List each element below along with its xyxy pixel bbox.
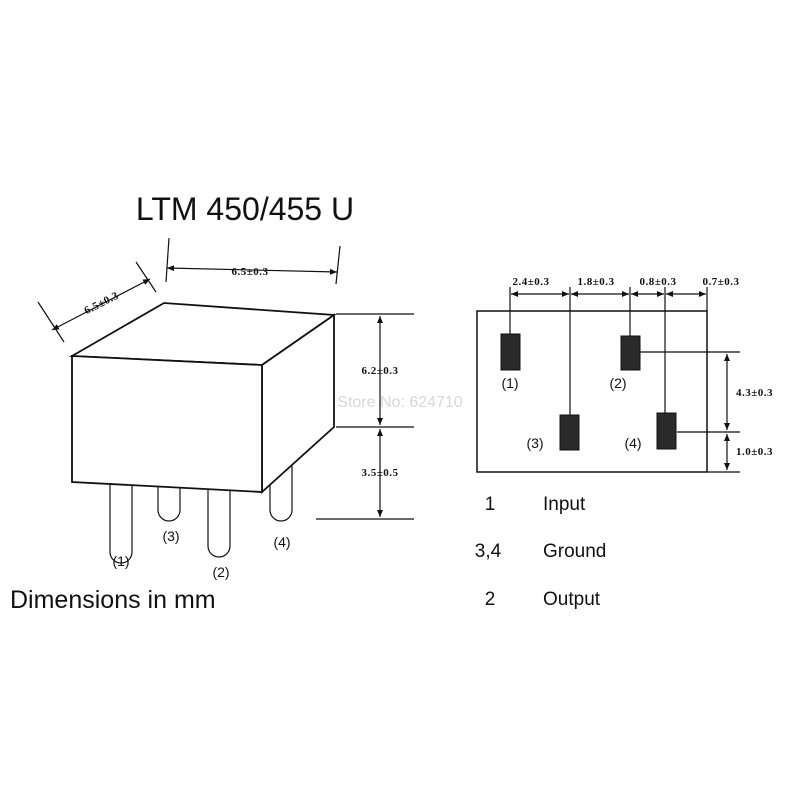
legend-pin: 1 — [485, 494, 496, 515]
pad-label-3: (3) — [526, 435, 543, 451]
component-3d-view: 6.5±0.3 6.5±0.3 6.2±0.3 3.5±0.5 (1) (3) … — [37, 237, 414, 580]
dim-footprint-x1: 2.4±0.3 — [512, 276, 549, 288]
dim-footprint-y1: 4.3±0.3 — [736, 387, 773, 399]
pin-label-2: (2) — [212, 564, 229, 580]
pad-label-2: (2) — [609, 375, 626, 391]
dim-pin-length-label: 3.5±0.5 — [361, 467, 398, 479]
dim-footprint-y2: 1.0±0.3 — [736, 446, 773, 458]
pin-label-4: (4) — [273, 534, 290, 550]
pad-4 — [656, 412, 677, 450]
legend-function: Ground — [543, 541, 606, 562]
lead-pin-3 — [157, 482, 181, 522]
dim-body-height-label: 6.2±0.3 — [361, 365, 398, 377]
pin-function-legend: 1 Input 3,4 Ground 2 Output — [475, 494, 607, 610]
dim-width-top: 6.5±0.3 — [165, 237, 341, 285]
pad-label-4: (4) — [624, 435, 641, 451]
dim-width-label: 6.5±0.3 — [231, 266, 268, 278]
dim-depth-label: 6.5±0.3 — [82, 290, 120, 318]
legend-pin: 3,4 — [475, 541, 502, 562]
footprint-view: 2.4±0.3 1.8±0.3 0.8±0.3 0.7±0.3 4.3±0.3 … — [476, 276, 773, 473]
dim-heights: 6.2±0.3 3.5±0.5 — [316, 313, 414, 520]
pin-leads — [109, 462, 293, 564]
lead-pin-4 — [269, 462, 293, 522]
dim-footprint-x4: 0.7±0.3 — [702, 276, 739, 288]
part-title: LTM 450/455 U — [136, 191, 354, 227]
legend-function: Input — [543, 494, 586, 515]
dim-footprint-x2: 1.8±0.3 — [577, 276, 614, 288]
pad-label-1: (1) — [501, 375, 518, 391]
pin-label-1: (1) — [112, 553, 129, 569]
dim-footprint-x3: 0.8±0.3 — [639, 276, 676, 288]
lead-pin-1 — [109, 482, 133, 564]
store-watermark: Store No: 624710 — [337, 394, 463, 411]
body-front-face — [71, 355, 263, 493]
pad-1 — [500, 333, 521, 371]
dimensions-caption: Dimensions in mm — [10, 586, 216, 614]
lead-pin-2 — [207, 482, 231, 558]
pad-2 — [620, 335, 641, 371]
pin-label-3: (3) — [162, 528, 179, 544]
legend-pin: 2 — [485, 589, 496, 610]
legend-function: Output — [543, 589, 601, 610]
pad-3 — [559, 414, 580, 451]
